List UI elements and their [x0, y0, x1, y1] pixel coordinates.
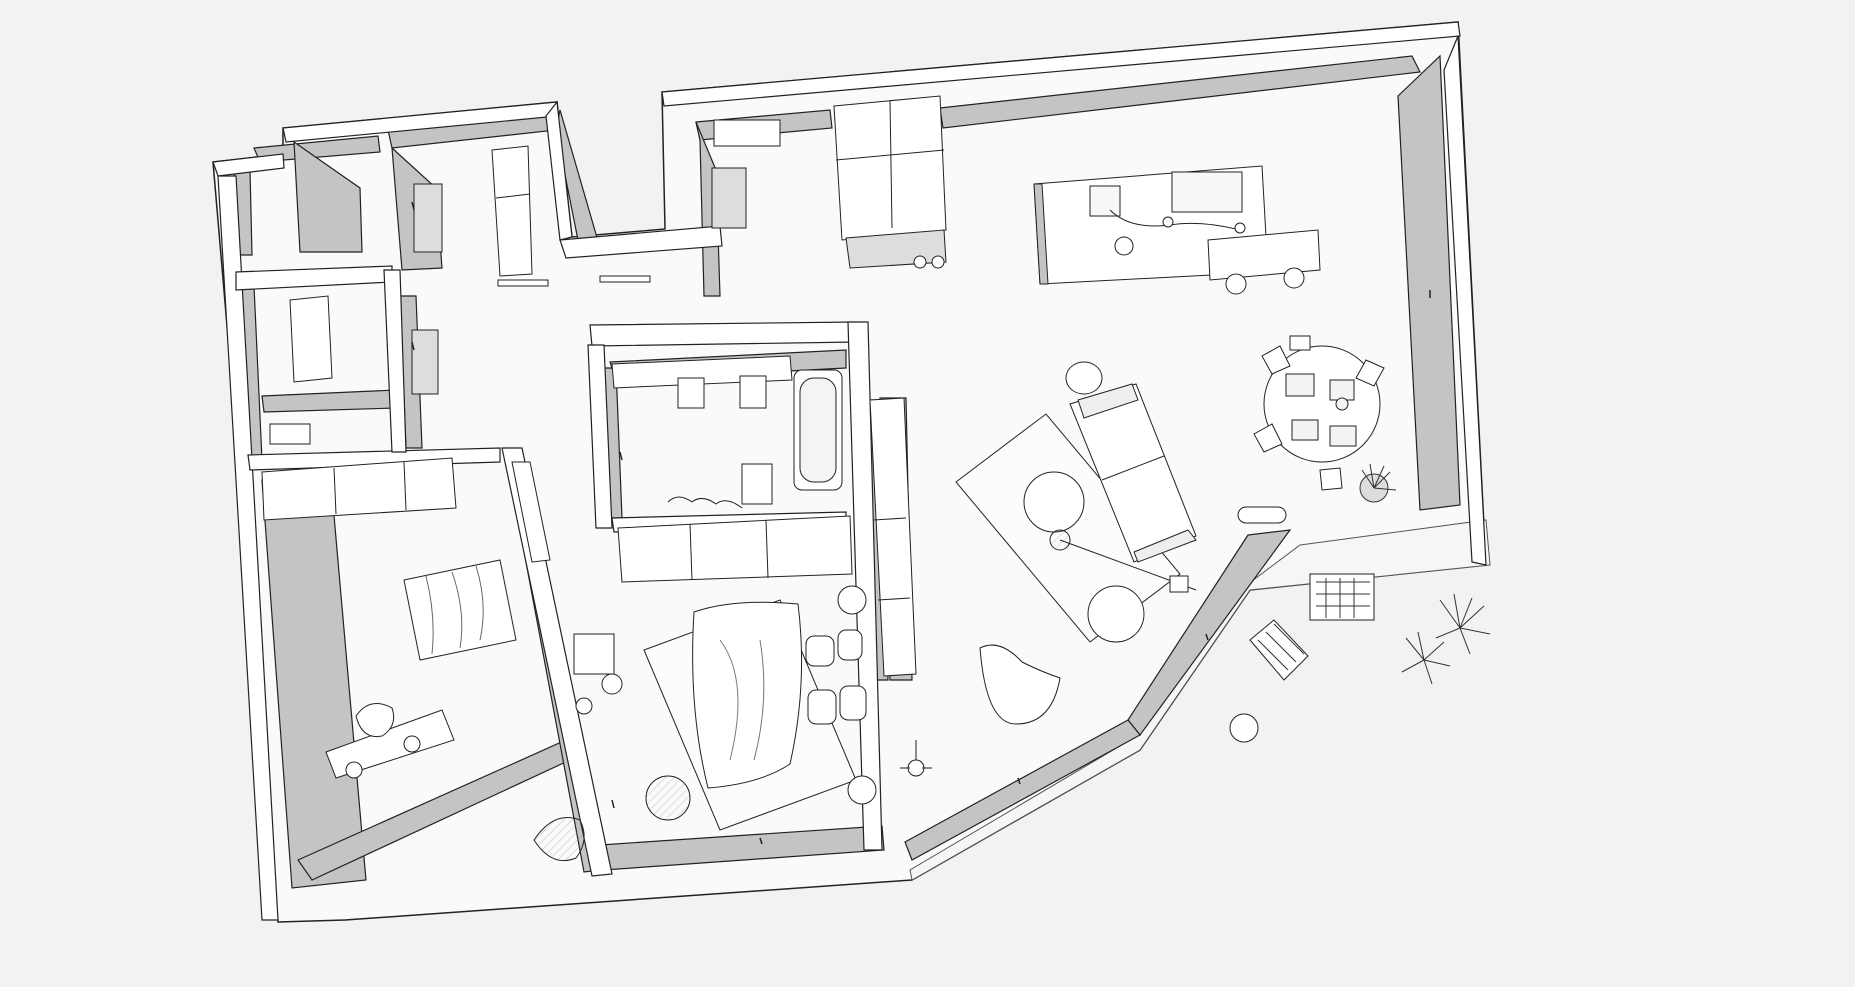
slippers [667, 496, 743, 509]
living-room [955, 361, 1197, 725]
potted-plants [1401, 593, 1491, 685]
toilet [739, 375, 767, 409]
desk-lamp [403, 735, 421, 753]
sofa [1069, 383, 1197, 563]
kitchen [833, 95, 1321, 295]
plant-stand [900, 740, 932, 777]
hall-ceiling-lights [497, 275, 651, 287]
door-handles [411, 201, 1431, 845]
daybed [403, 559, 517, 661]
wardrobe [869, 397, 917, 677]
terrace-furniture [1229, 573, 1491, 743]
ottoman [1237, 506, 1287, 524]
bar-table [1207, 229, 1321, 281]
pillows [805, 629, 867, 725]
side-stool [1229, 713, 1259, 743]
entry-console [511, 461, 623, 715]
nightstand-2 [847, 775, 877, 805]
hall-doors [411, 119, 781, 395]
office-chair [355, 703, 395, 738]
service-rooms [269, 119, 781, 445]
bed [692, 601, 803, 789]
bar-stools [913, 255, 1305, 295]
desk [325, 709, 455, 779]
kitchen-tall-units [833, 95, 947, 241]
side-table-2 [1087, 585, 1145, 643]
potted-plant [1359, 463, 1397, 503]
wc-counter [289, 295, 333, 383]
bath-cabinets [617, 515, 853, 583]
lounge-chair-2 [1249, 619, 1309, 681]
hanging-chair [645, 775, 691, 821]
vanity-sink [677, 377, 705, 409]
bedroom [643, 397, 932, 831]
side-table [1065, 361, 1103, 395]
lounge-chair-1 [1309, 573, 1375, 621]
dining-area [1237, 335, 1397, 524]
nightstand-lamp [837, 585, 867, 615]
dining-chairs [1253, 335, 1385, 491]
chair-base [345, 761, 363, 779]
bath-mat [741, 463, 773, 505]
cabinets [261, 457, 457, 521]
tableware [1285, 373, 1357, 447]
bean-bag [533, 817, 585, 862]
bathroom [611, 355, 853, 583]
washer-column [491, 145, 533, 277]
study [261, 457, 623, 862]
coffee-table [1023, 471, 1085, 533]
armchair [979, 644, 1061, 725]
wall-tops [212, 21, 1487, 921]
